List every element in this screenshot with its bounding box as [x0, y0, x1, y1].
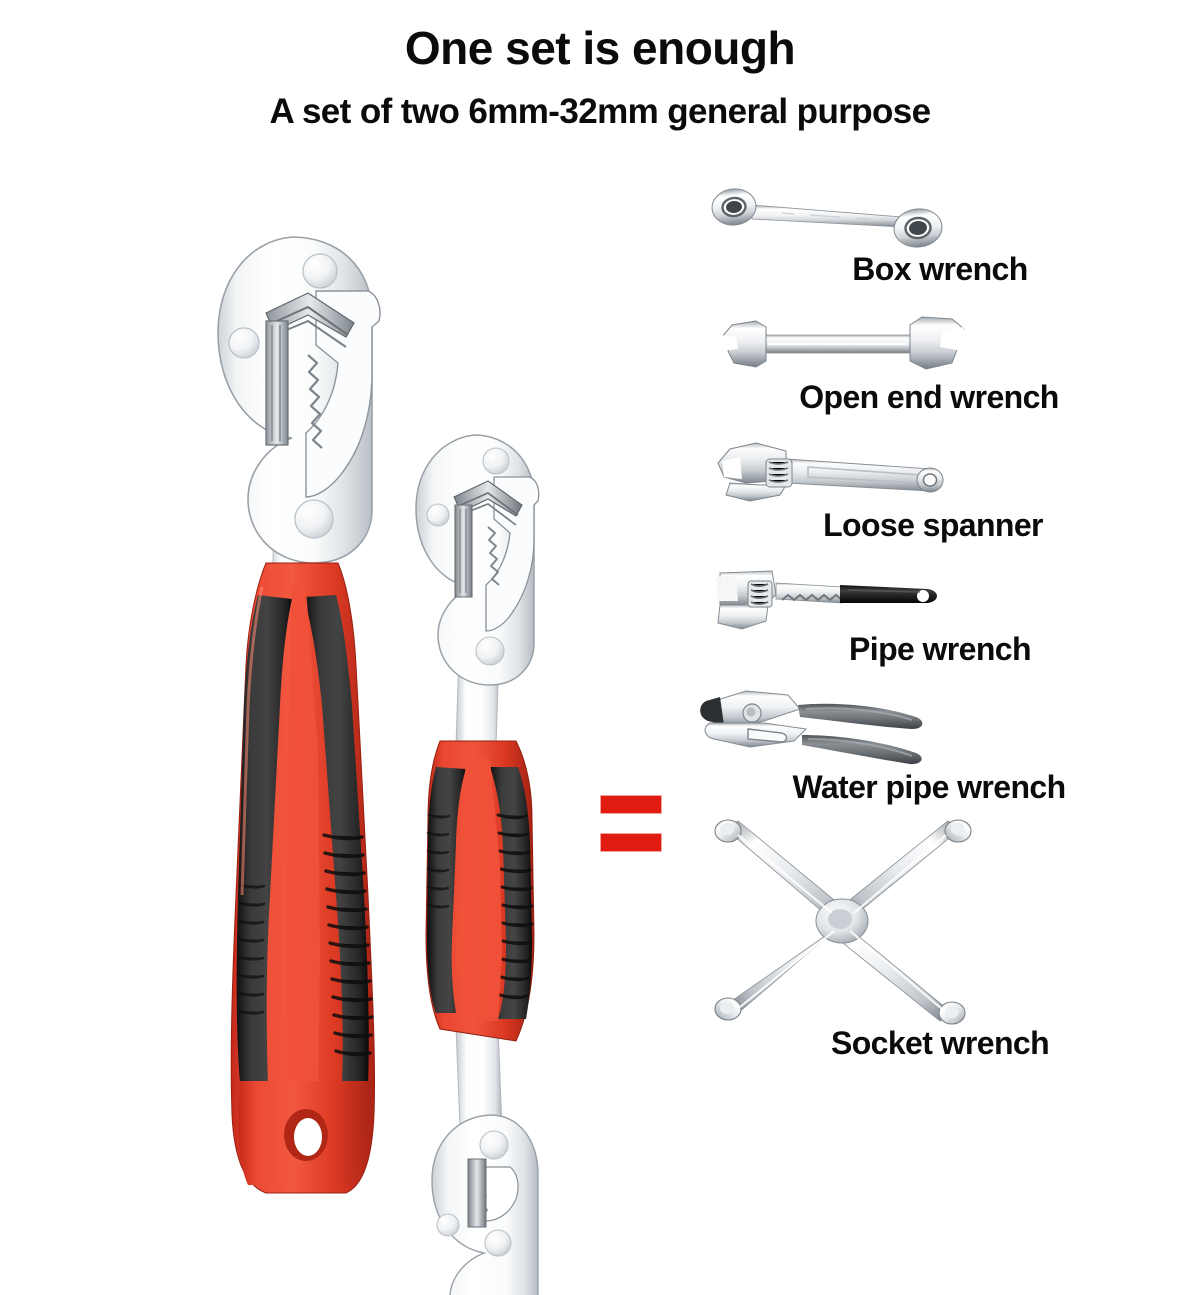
small-wrench-handle-grip	[425, 740, 535, 1042]
page-subtitle: A set of two 6mm-32mm general purpose	[269, 92, 931, 132]
tool-label-water-pipe-wrench: Water pipe wrench	[792, 769, 1066, 805]
box-wrench-icon	[690, 185, 1190, 253]
equals-bar-top	[600, 795, 662, 814]
tool-label-box-wrench: Box wrench	[852, 251, 1028, 287]
tool-label-pipe-wrench: Pipe wrench	[849, 631, 1032, 667]
pipe-wrench-icon	[690, 559, 1190, 633]
open-end-wrench-icon	[690, 307, 1190, 381]
page-title: One set is enough	[404, 22, 796, 74]
tool-label-loose-spanner: Loose spanner	[823, 507, 1043, 543]
large-universal-wrench	[196, 195, 416, 1255]
product-comparison-stage: Box wrench	[0, 160, 1200, 1295]
cross-socket-wrench-icon	[690, 817, 1190, 1027]
tool-item-open-end-wrench: Open end wrench	[690, 307, 1190, 413]
tool-item-socket-wrench: Socket wrench	[690, 817, 1190, 1059]
tool-label-socket-wrench: Socket wrench	[830, 1025, 1050, 1061]
tool-item-water-pipe-wrench: Water pipe wrench	[690, 681, 1190, 803]
wrench-head-top	[217, 236, 381, 564]
water-pump-pliers-icon	[690, 681, 1190, 771]
tool-item-box-wrench: Box wrench	[690, 185, 1190, 285]
header-block: One set is enough A set of two 6mm-32mm …	[0, 0, 1200, 131]
equals-bar-bottom	[600, 833, 662, 852]
wrench-handle-grip	[230, 562, 376, 1194]
replaced-tools-list: Box wrench	[690, 185, 1190, 1059]
adjustable-spanner-icon	[690, 433, 1190, 509]
small-universal-wrench	[398, 415, 578, 1295]
equals-sign	[600, 795, 662, 853]
tool-label-open-end-wrench: Open end wrench	[799, 379, 1059, 415]
tool-item-loose-spanner: Loose spanner	[690, 433, 1190, 541]
tool-item-pipe-wrench: Pipe wrench	[690, 559, 1190, 665]
small-wrench-head-bottom	[431, 1114, 539, 1295]
small-wrench-head-top	[415, 434, 540, 686]
